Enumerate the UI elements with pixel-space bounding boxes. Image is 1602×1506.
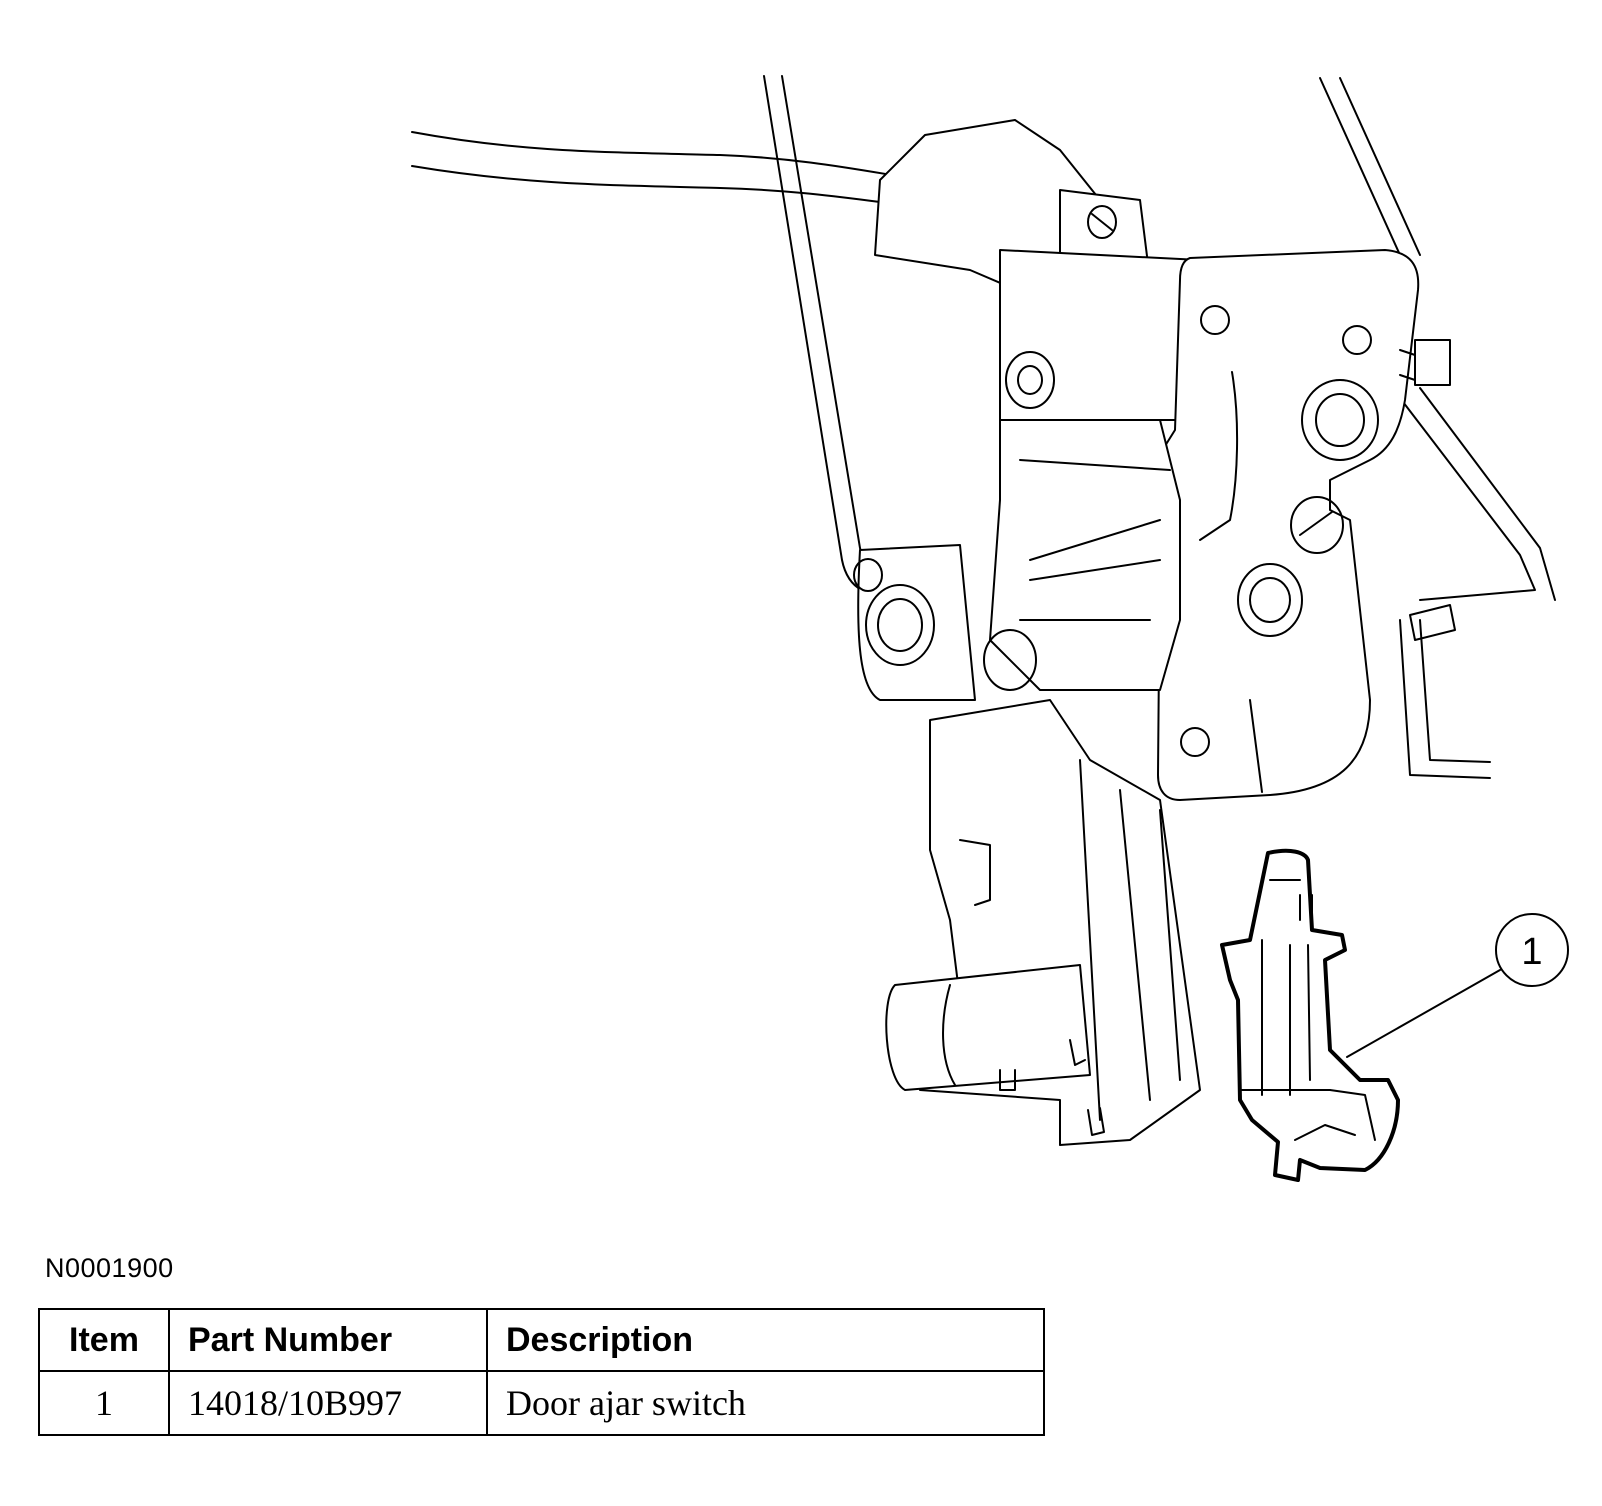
door-latch-illustration: 1 [411,75,1569,1182]
cell-item: 1 [38,1370,170,1436]
header-item: Item [38,1308,170,1372]
door-ajar-switch [1220,848,1400,1182]
cell-description: Door ajar switch [486,1370,1045,1436]
latch-mechanism [853,119,1456,801]
latch-housing [885,699,1201,1146]
callout-1-label: 1 [1521,931,1542,973]
latch-cable [411,131,911,206]
parts-table: Item Part Number Description 1 14018/10B… [38,1308,1045,1436]
cell-part-number: 14018/10B997 [168,1370,488,1436]
header-part-number: Part Number [168,1308,488,1372]
figure-code: N0001900 [45,1253,174,1283]
header-description: Description [486,1308,1045,1372]
table-header-row: Item Part Number Description [38,1308,1045,1372]
callout-1: 1 [1346,913,1569,1058]
table-row: 1 14018/10B997 Door ajar switch [38,1370,1045,1436]
